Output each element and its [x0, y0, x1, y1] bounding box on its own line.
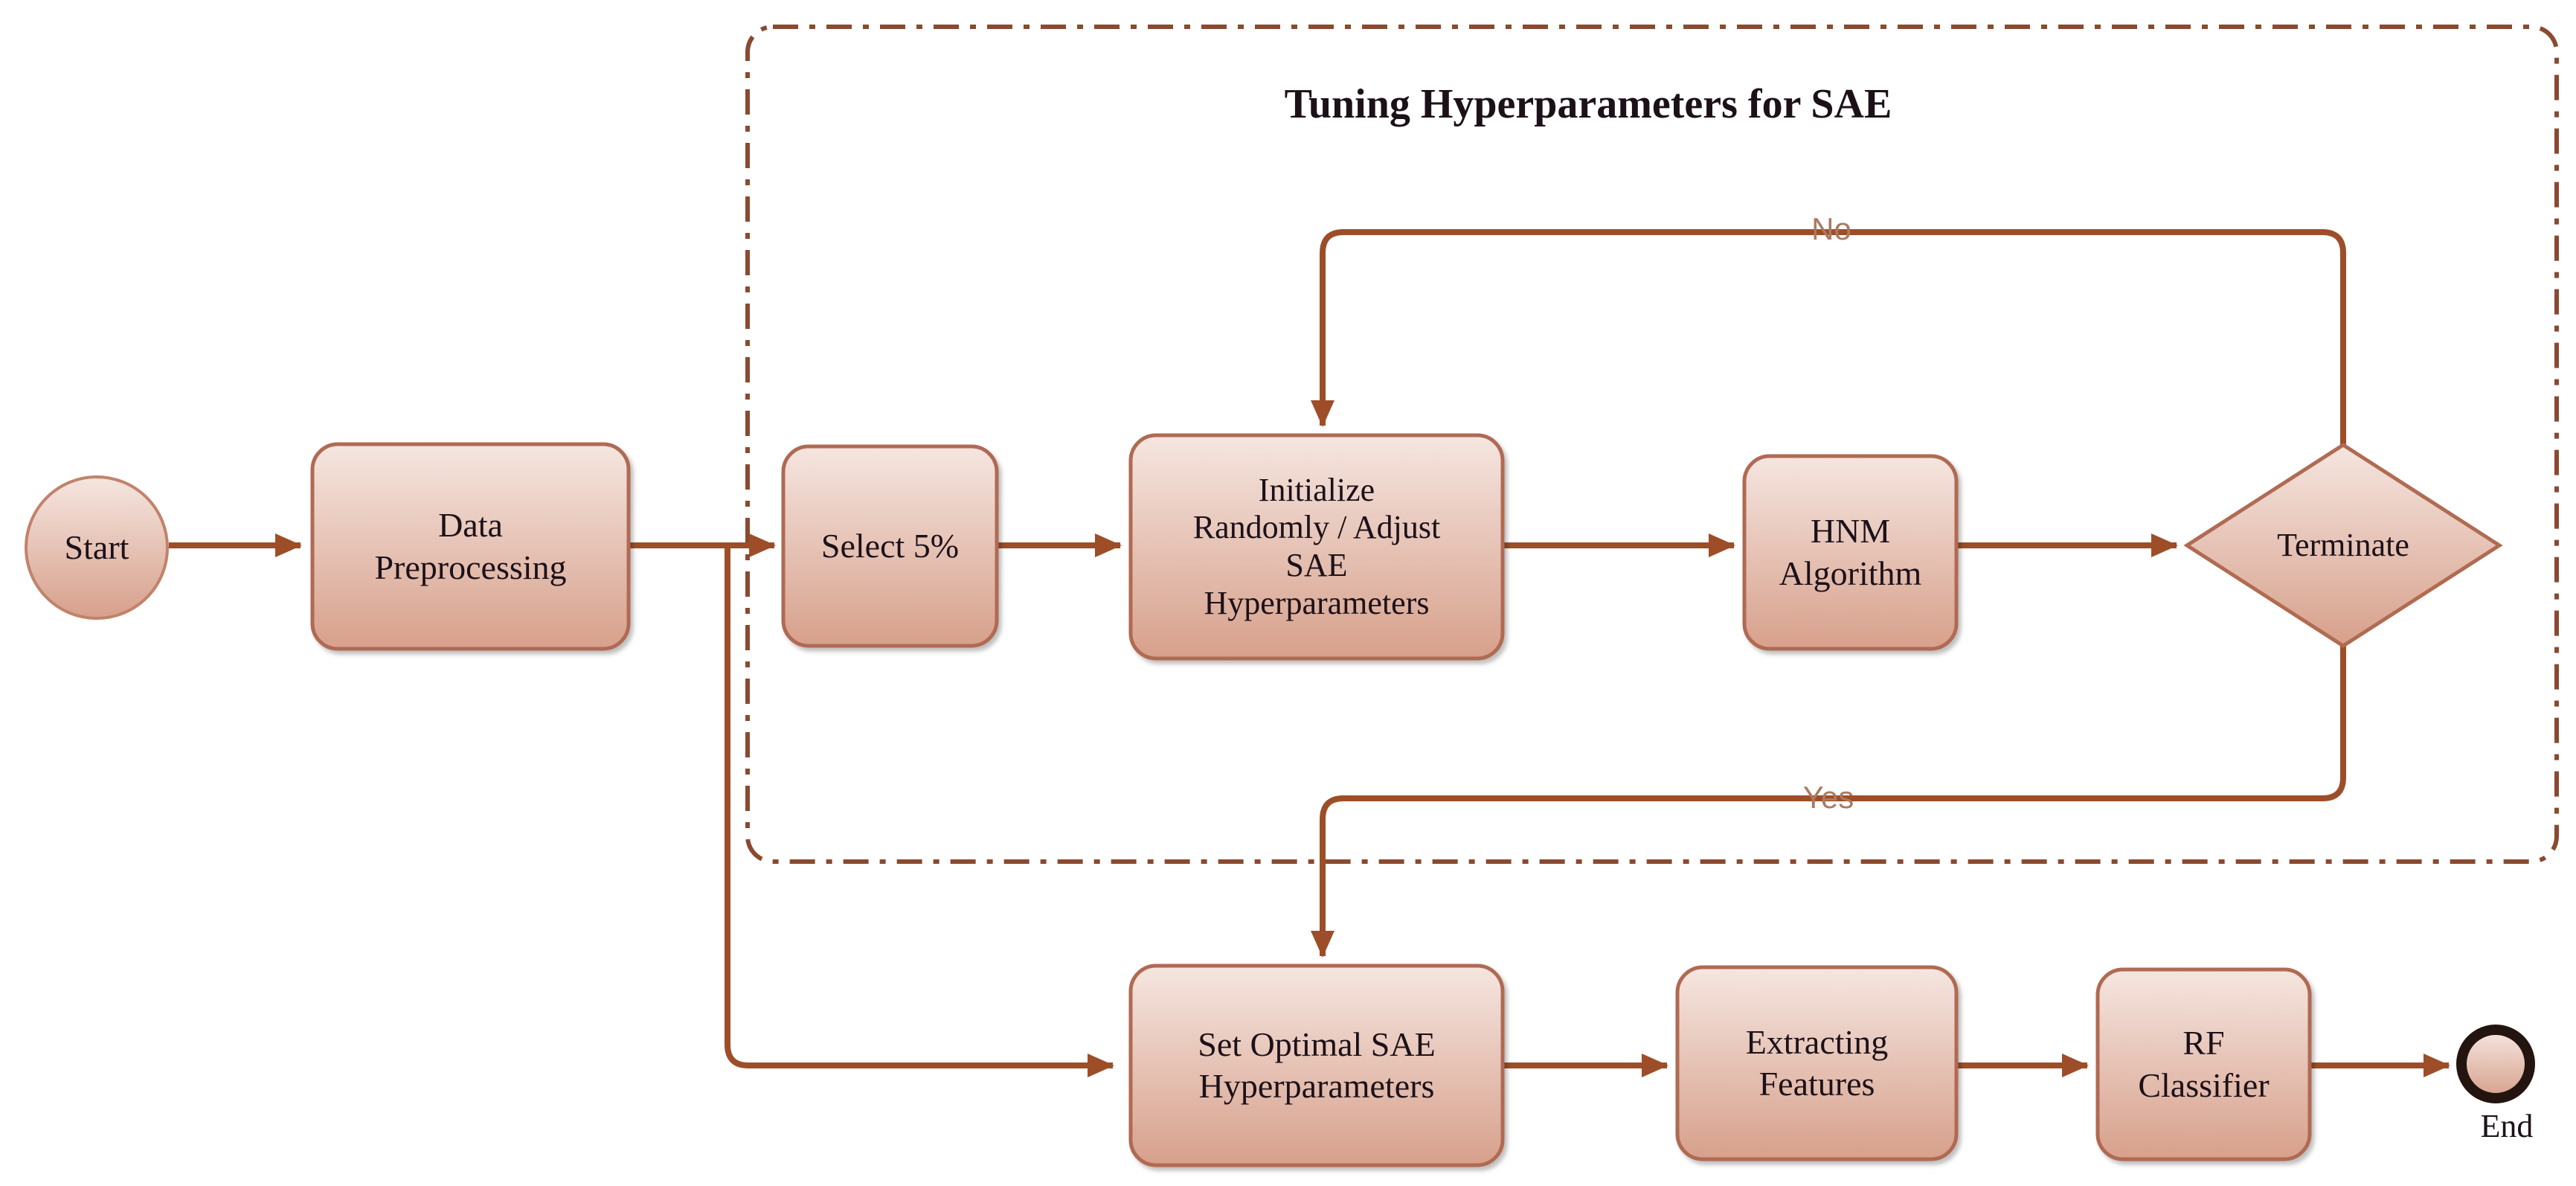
- node-hnm-algorithm-shape: [1742, 454, 1959, 651]
- node-select-5-percent-shape: [781, 444, 999, 648]
- node-extracting-features-shape: [1675, 965, 1959, 1161]
- tuning-container-border: [745, 25, 2559, 864]
- edge-data-preprocessing-to-set-optimal: [725, 545, 1114, 1077]
- edge-label-no: No: [1811, 211, 1851, 246]
- edge-terminate-no-to-initialize: [1311, 229, 2346, 445]
- node-rf-classifier-shape: [2095, 967, 2312, 1161]
- node-terminate-shape: [2183, 443, 2503, 648]
- edge-label-yes: Yes: [1802, 780, 1854, 815]
- tuning-container-title: Tuning Hyperparameters for SAE: [1284, 81, 1892, 127]
- node-set-optimal-shape: [1128, 964, 1505, 1167]
- node-start-shape: [25, 475, 169, 620]
- node-initialize-adjust-shape: [1128, 433, 1505, 661]
- edge-terminate-yes-to-set-optimal: [1311, 646, 2346, 958]
- node-data-preprocessing-shape: [310, 442, 631, 651]
- node-end-shape: [2456, 1025, 2535, 1103]
- node-end-label: End: [2480, 1108, 2534, 1144]
